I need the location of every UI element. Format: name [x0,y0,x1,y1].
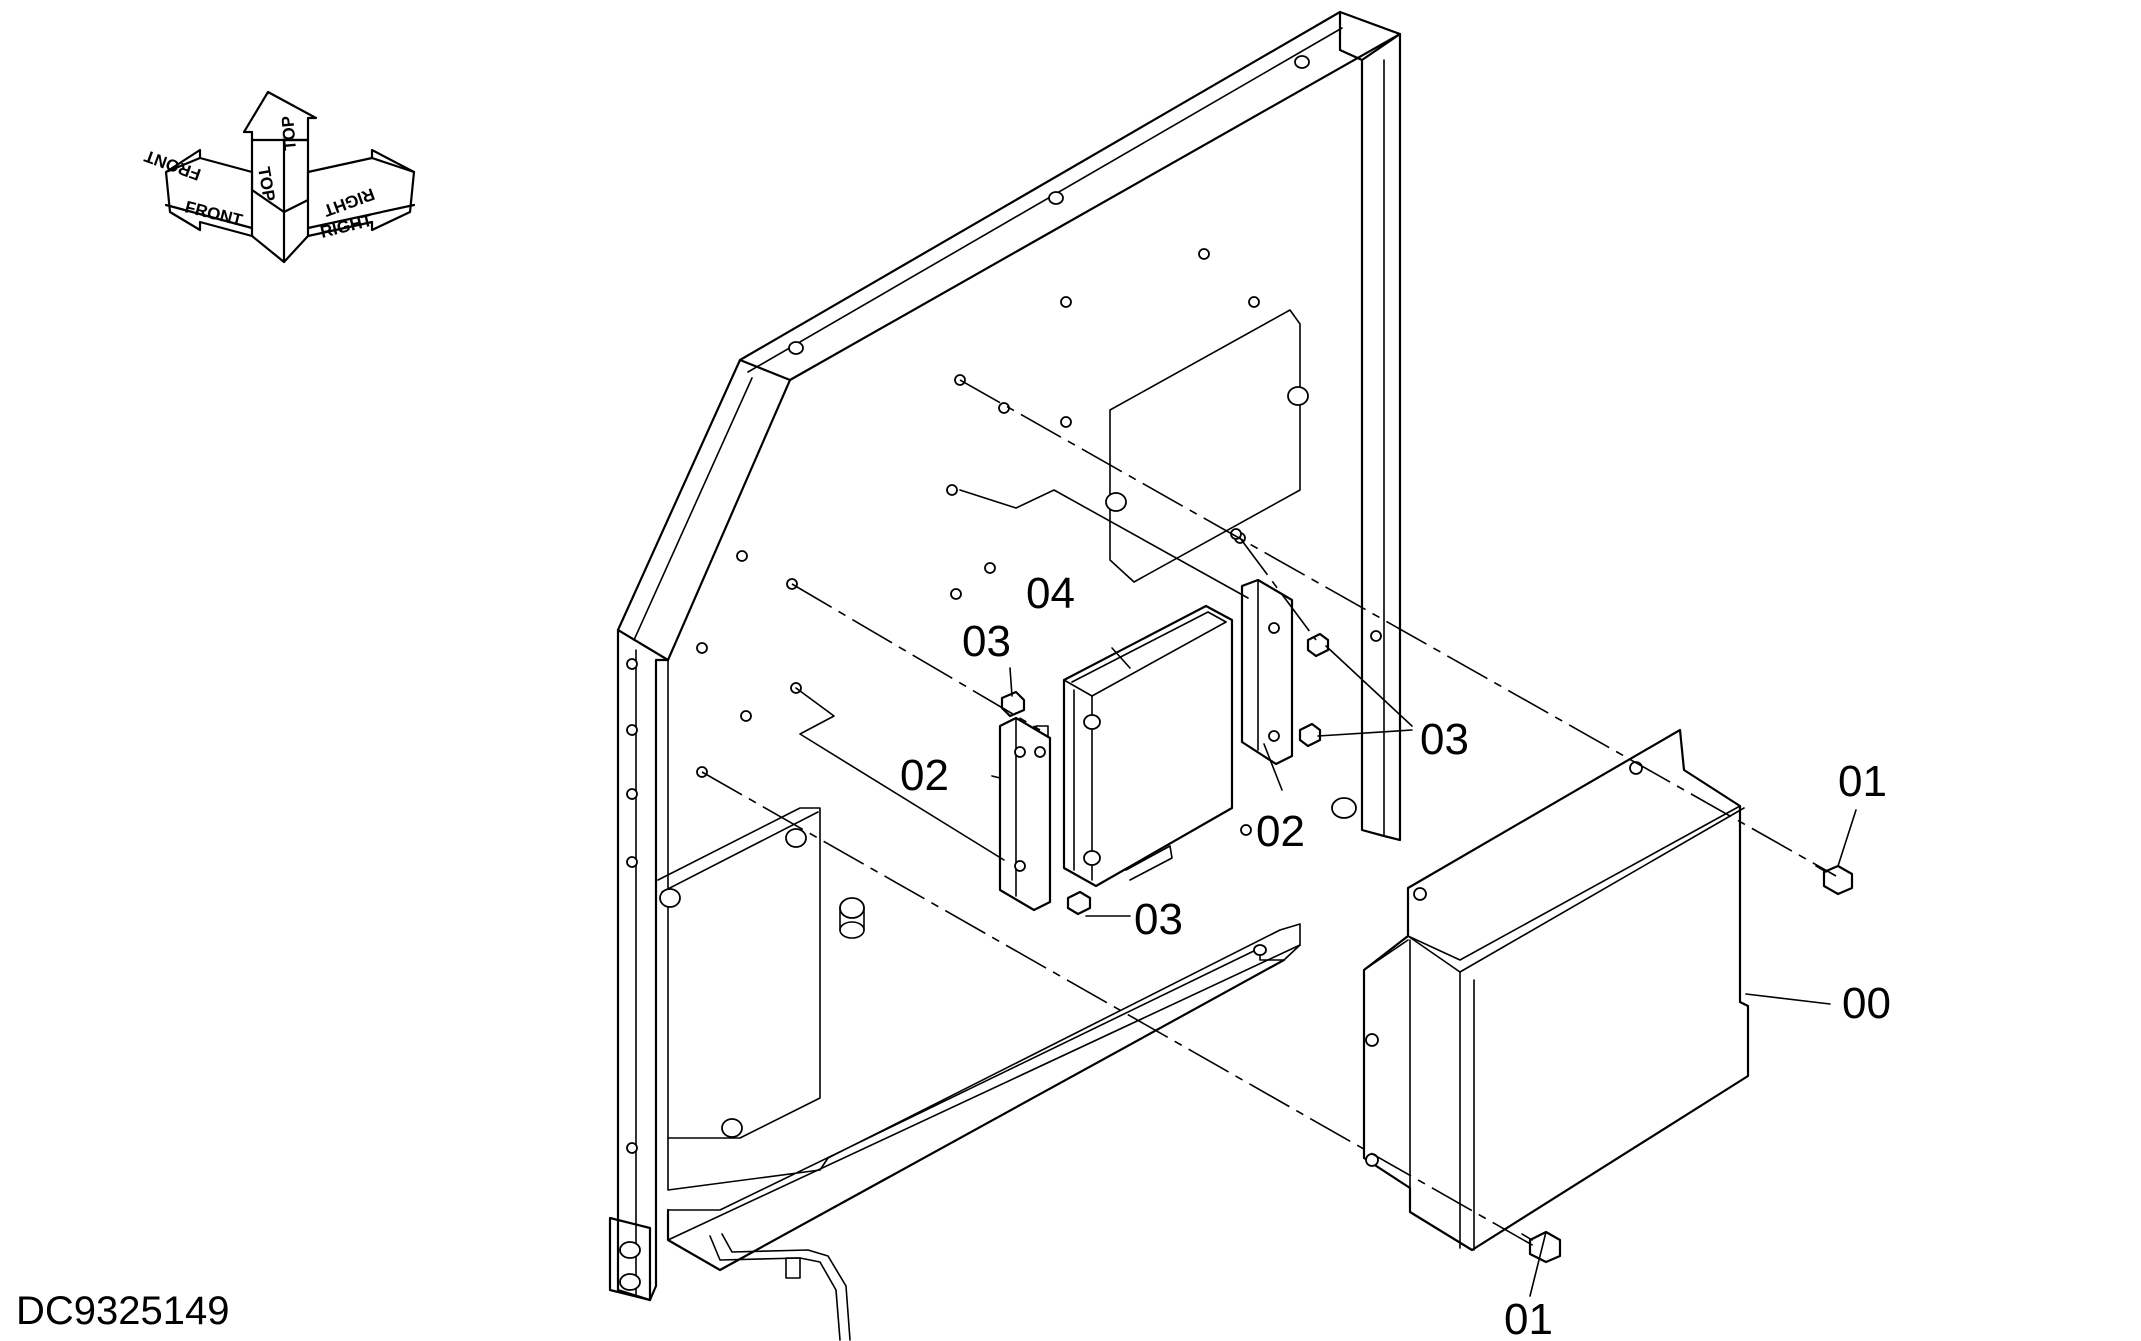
callout-03-bottom: 03 [1134,895,1183,944]
callout-04: 04 [1026,569,1075,618]
callout-02-right: 02 [1256,807,1305,856]
callout-02-left: 02 [900,751,949,800]
controller-unit [1035,604,1234,888]
mounting-frame [608,10,1402,1341]
callout-01-top: 01 [1838,757,1887,806]
leader-lines [991,645,1857,1297]
center-lines [701,379,1837,1247]
label-top: TOP [278,115,300,151]
left-bracket [998,716,1052,912]
drawing-id: DC9325149 [16,1289,230,1333]
callout-03-upper-left: 03 [962,617,1011,666]
label-top-mirror: TOP [254,165,279,202]
callout-00: 00 [1842,979,1891,1028]
callout-01-bottom: 01 [1504,1295,1553,1341]
orientation-indicator: FRONT FRONT TOP TOP RIGHT RIGHT [141,90,416,264]
cover-case [1362,728,1750,1252]
right-bracket [1240,578,1294,766]
callout-03-right: 03 [1420,715,1469,764]
